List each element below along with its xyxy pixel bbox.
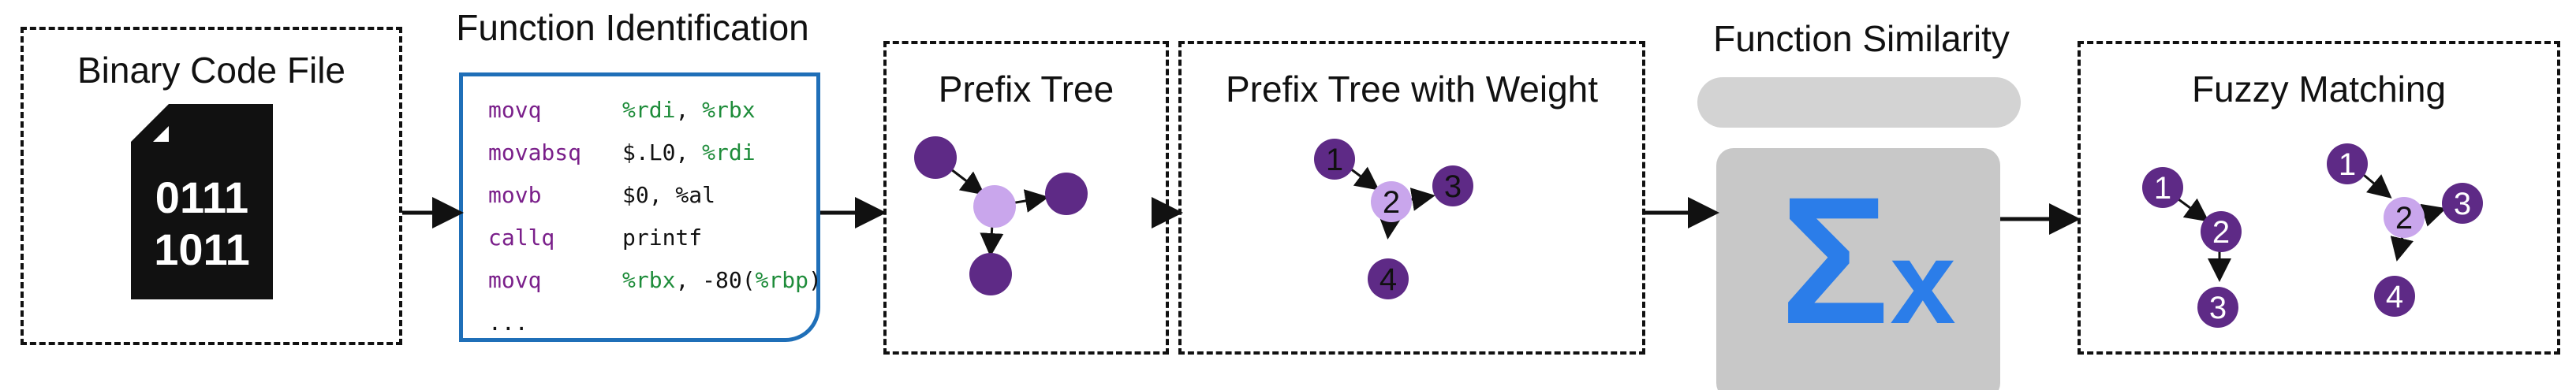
code-mnemonic: movb bbox=[488, 182, 542, 208]
fuzzy-matching-graph: 1 2 3 1 2 3 4 bbox=[2142, 143, 2483, 328]
code-line: movb $0, %al bbox=[488, 182, 715, 208]
function-identification-title: Function Identification bbox=[456, 7, 809, 48]
fuzzy-left-label-3: 3 bbox=[2209, 291, 2227, 325]
code-mnemonic: ... bbox=[488, 310, 528, 336]
fuzzy-left-label-2: 2 bbox=[2212, 215, 2230, 250]
code-operand-text: $.L0, bbox=[622, 139, 703, 165]
sigma-x-icon: Σ x bbox=[1716, 148, 2000, 390]
code-mnemonic: callq bbox=[488, 225, 555, 251]
weighted-prefix-tree-graph: 1 2 3 4 bbox=[1314, 139, 1473, 299]
sigma-glyph: Σ bbox=[1780, 159, 1889, 362]
prefix-node-root bbox=[914, 136, 957, 179]
code-line: movabsq $.L0, %rdi bbox=[488, 139, 756, 165]
code-operands: printf bbox=[622, 225, 702, 251]
code-line: movq %rdi, %rbx bbox=[488, 97, 756, 123]
code-operands: %rbx, -80(%rbp) bbox=[622, 267, 822, 293]
code-operands: $0, %al bbox=[622, 182, 715, 208]
fuzzy-right-label-1: 1 bbox=[2339, 147, 2356, 182]
fuzzy-left-node-1 bbox=[2142, 167, 2183, 208]
code-operand-text: ) bbox=[808, 267, 822, 293]
weighted-label-2: 2 bbox=[1383, 185, 1400, 220]
code-register: %rdi bbox=[622, 97, 676, 123]
code-register: %rbx bbox=[622, 267, 676, 293]
fuzzy-right-node-1 bbox=[2327, 143, 2368, 184]
code-operand-text: $0, %al bbox=[622, 182, 716, 208]
fuzzy-matching-panel bbox=[2078, 41, 2560, 355]
weighted-node-2 bbox=[1371, 181, 1412, 222]
binary-code-file-title: Binary Code File bbox=[77, 50, 346, 91]
code-line: movq %rbx, -80(%rbp) bbox=[488, 267, 822, 293]
code-line: ... bbox=[488, 310, 528, 336]
fuzzy-matching-title: Fuzzy Matching bbox=[2191, 69, 2447, 110]
weighted-prefix-tree-title: Prefix Tree with Weight bbox=[1225, 69, 1599, 110]
prefix-node-center bbox=[973, 185, 1016, 228]
fuzzy-left-label-1: 1 bbox=[2154, 171, 2171, 206]
fuzzy-right-node-3 bbox=[2442, 183, 2483, 224]
binary-file-icon: 0111 1011 bbox=[131, 104, 273, 299]
binary-line-1: 0111 bbox=[155, 173, 248, 222]
code-mnemonic: movq bbox=[488, 267, 542, 293]
prefix-tree-graph bbox=[914, 136, 1088, 295]
function-similarity-title: Function Similarity bbox=[1713, 18, 2010, 59]
prefix-node-bottom bbox=[969, 253, 1012, 295]
code-mnemonic: movabsq bbox=[488, 139, 582, 165]
code-register: %rdi bbox=[702, 139, 756, 165]
fuzzy-right-node-4 bbox=[2374, 276, 2415, 317]
code-mnemonic: movq bbox=[488, 97, 542, 123]
binary-code-file-panel bbox=[21, 27, 402, 345]
code-register: %rbp bbox=[755, 267, 809, 293]
weighted-label-4: 4 bbox=[1379, 262, 1397, 297]
weighted-label-1: 1 bbox=[1326, 143, 1343, 177]
binary-line-2: 1011 bbox=[154, 225, 250, 274]
code-operand-text: , bbox=[675, 97, 703, 123]
assembly-code-box: movq %rdi, %rbx movabsq $.L0, %rdi movb $0, %… bbox=[459, 72, 822, 342]
fuzzy-right-label-2: 2 bbox=[2395, 201, 2413, 236]
fuzzy-left-node-2 bbox=[2201, 211, 2242, 252]
code-operands: $.L0, %rdi bbox=[622, 139, 756, 165]
weighted-label-3: 3 bbox=[1444, 169, 1462, 204]
weighted-node-1 bbox=[1314, 139, 1355, 180]
weighted-node-3 bbox=[1432, 165, 1473, 206]
code-line: callq printf bbox=[488, 225, 702, 251]
prefix-tree-title: Prefix Tree bbox=[938, 69, 1114, 110]
weighted-node-4 bbox=[1368, 258, 1409, 299]
prefix-node-right bbox=[1045, 173, 1088, 215]
code-operand-text: , -80( bbox=[675, 267, 756, 293]
fuzzy-right-node-2 bbox=[2384, 197, 2425, 238]
code-operands: %rdi, %rbx bbox=[622, 97, 756, 123]
similarity-bar bbox=[1697, 77, 2021, 128]
fuzzy-left-node-3 bbox=[2197, 287, 2238, 328]
fuzzy-right-label-4: 4 bbox=[2386, 280, 2403, 314]
code-register: %rbx bbox=[702, 97, 756, 123]
code-operand-text: printf bbox=[622, 225, 703, 251]
fuzzy-right-label-3: 3 bbox=[2454, 187, 2471, 221]
sigma-x-glyph: x bbox=[1890, 216, 1955, 348]
